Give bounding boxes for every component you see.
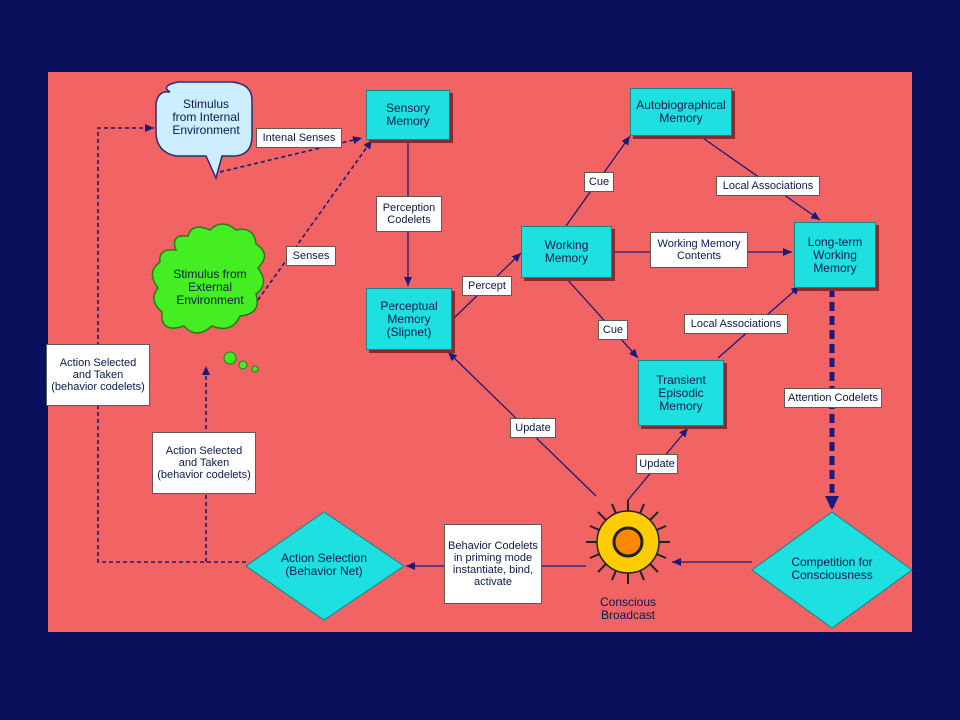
transient-episodic-memory-box: Transient Episodic Memory	[638, 360, 724, 426]
working-memory-box: Working Memory	[521, 226, 612, 278]
perception-codelets-label: Perception Codelets	[376, 196, 442, 232]
sensory-memory-box: Sensory Memory	[366, 90, 450, 140]
internal-senses-label: Intenal Senses	[256, 128, 342, 148]
arrow-external-to-sensory	[257, 139, 373, 301]
update-right-label: Update	[636, 454, 678, 474]
competition-label: Competition for Consciousness	[791, 555, 873, 582]
senses-label: Senses	[286, 246, 336, 266]
local-associations-lower-label: Local Associations	[684, 314, 788, 334]
competition-diamond-shape	[751, 511, 913, 629]
percept-label: Percept	[462, 276, 512, 296]
action-selection-label: Action Selection (Behavior Net)	[280, 551, 368, 578]
conscious-broadcast-sun	[586, 500, 670, 584]
cue-lower-label: Cue	[598, 320, 628, 340]
long-term-working-memory-box: Long-term Working Memory	[794, 222, 876, 288]
external-stimulus-cloud	[151, 223, 266, 373]
local-associations-upper-label: Local Associations	[716, 176, 820, 196]
action-taken-outer-label: Action Selected and Taken (behavior code…	[46, 344, 150, 406]
internal-stimulus-cloud	[155, 81, 253, 181]
conscious-broadcast-label: Conscious Broadcast	[599, 595, 657, 622]
perceptual-memory-box: Perceptual Memory (Slipnet)	[366, 288, 452, 350]
cue-upper-label: Cue	[584, 172, 614, 192]
autobiographical-memory-box: Autobiographical Memory	[630, 88, 732, 136]
behavior-codelets-label: Behavior Codelets in priming mode instan…	[444, 524, 542, 604]
working-memory-contents-label: Working Memory Contents	[650, 232, 748, 268]
update-left-label: Update	[510, 418, 556, 438]
action-selection-diamond-shape	[245, 511, 405, 621]
attention-codelets-label: Attention Codelets	[784, 388, 882, 408]
action-taken-inner-label: Action Selected and Taken (behavior code…	[152, 432, 256, 494]
internal-stimulus-label: Stimulus from Internal Environment	[172, 97, 240, 137]
external-stimulus-label: Stimulus from External Environment	[173, 267, 247, 307]
arrow-working-to-transient	[565, 277, 639, 359]
